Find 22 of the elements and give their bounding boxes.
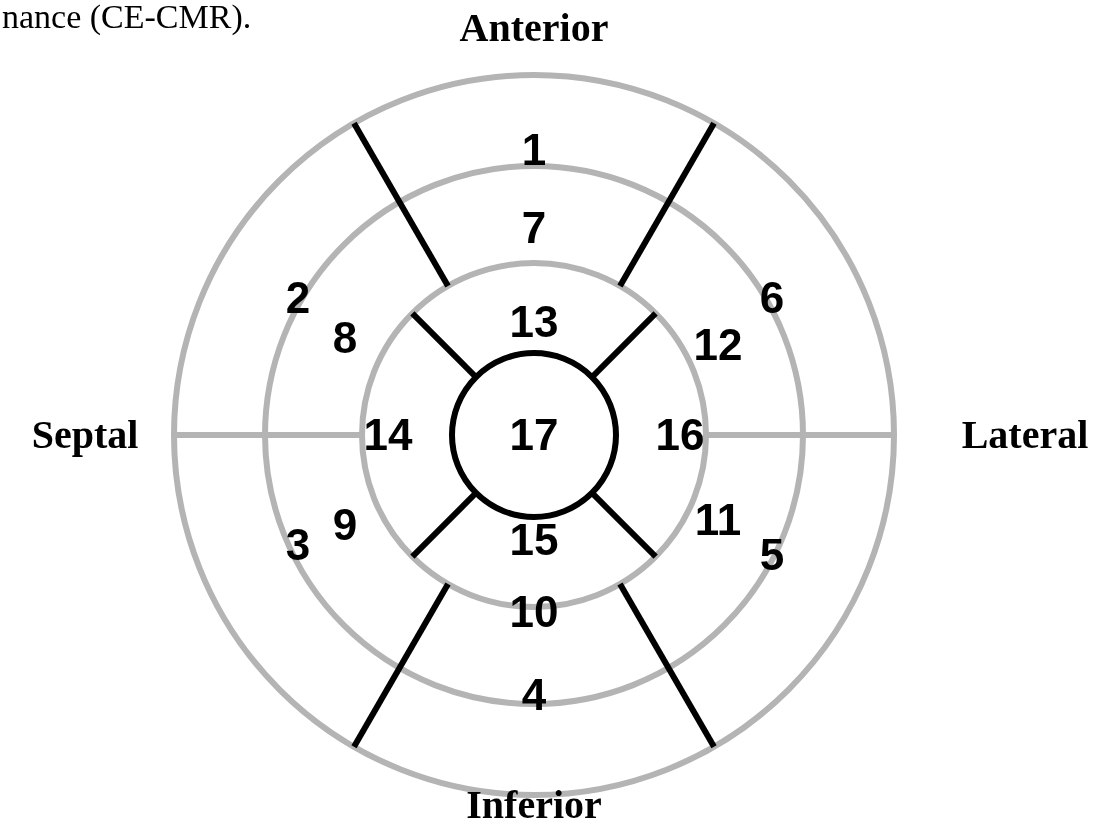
segment-number: 7: [521, 206, 547, 250]
segment-number: 15: [509, 518, 559, 562]
segment-number: 4: [521, 673, 547, 717]
segment-number: 9: [332, 503, 358, 547]
segment-number: 1: [521, 128, 547, 172]
segment-number: 5: [759, 533, 785, 577]
direction-label: Anterior: [459, 8, 609, 48]
segment-number: 14: [363, 413, 413, 457]
direction-label: Inferior: [466, 785, 602, 825]
segment-number: 17: [509, 413, 559, 457]
segment-number: 3: [285, 523, 311, 567]
segment-number: 11: [694, 498, 742, 542]
segment-number: 10: [509, 590, 559, 634]
direction-label: Septal: [31, 415, 139, 455]
segment-number: 13: [509, 300, 559, 344]
segment-number: 8: [332, 316, 358, 360]
segment-number: 2: [285, 276, 311, 320]
segment-number: 6: [759, 276, 785, 320]
direction-label: Lateral: [961, 415, 1089, 455]
caption-text: nance (CE-CMR).: [2, 0, 252, 34]
segment-number: 16: [655, 413, 705, 457]
segment-number: 12: [693, 323, 743, 367]
